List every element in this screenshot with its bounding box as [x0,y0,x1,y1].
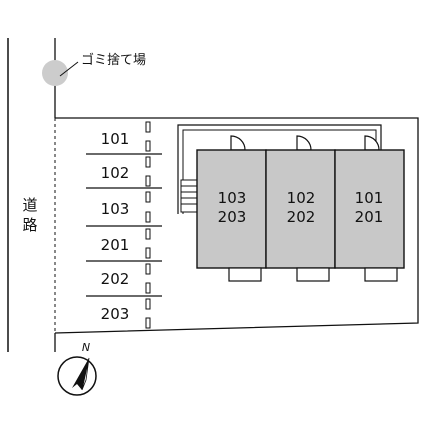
parking-space-102: 102 [101,164,130,182]
parking-space-202: 202 [101,270,130,288]
compass-north-label: N [82,341,90,354]
road-label-char-1: 道 [22,196,37,214]
wheel-stops [145,121,151,329]
garbage-spot-icon [42,60,68,86]
unit-label-201: 201 [355,208,384,226]
unit-label-103: 103 [218,189,247,207]
compass-icon: N [57,341,97,396]
unit-label-203: 203 [218,208,247,226]
unit-label-101: 101 [355,189,384,207]
parking-space-101: 101 [101,130,130,148]
unit-label-202: 202 [287,208,316,226]
parking-space-203: 203 [101,305,130,323]
door-icons [230,135,380,151]
stairs-icon [180,179,198,213]
unit-label-102: 102 [287,189,316,207]
garbage-leader-line [59,61,79,77]
lot-boundary [54,117,419,334]
parking-lines [86,153,162,297]
building-units [196,149,405,269]
parking-space-103: 103 [101,200,130,218]
balconies [228,267,398,282]
garbage-label: ゴミ捨て場 [81,52,146,68]
parking-space-201: 201 [101,236,130,254]
walkway-outline-inner [182,129,377,214]
walkway-outline [177,124,382,214]
road-label-char-2: 路 [22,216,37,234]
